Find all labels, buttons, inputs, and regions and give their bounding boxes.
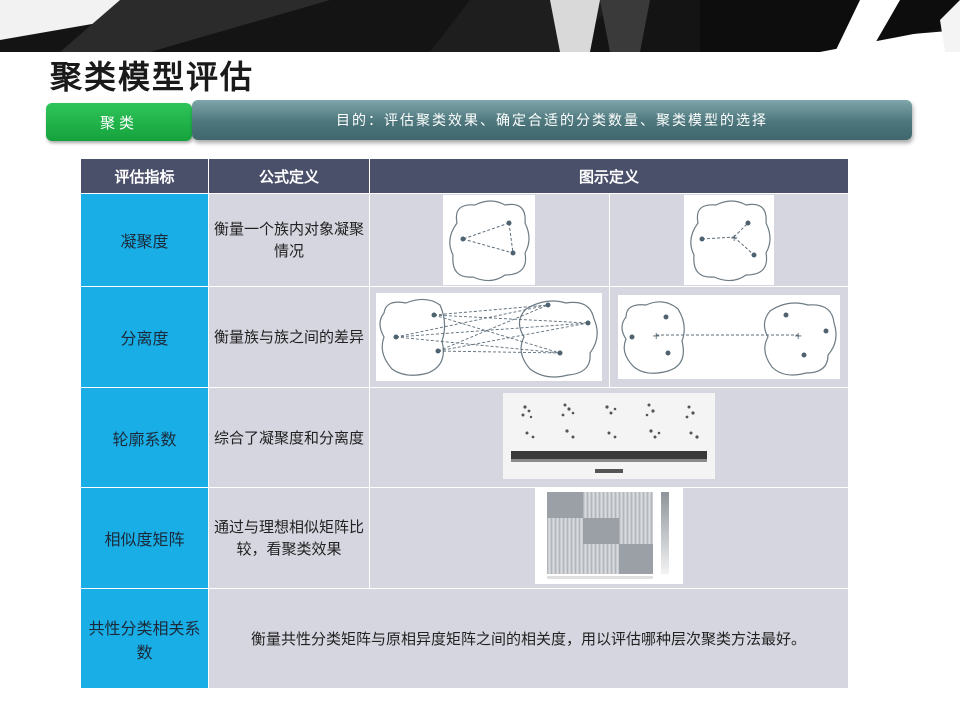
figure-cell: + +	[369, 286, 849, 388]
separation-centroid-diagram: + +	[617, 295, 840, 379]
metric-name: 分离度	[80, 286, 209, 388]
metric-formula: 衡量族与族之间的差异	[208, 286, 370, 388]
metric-name: 轮廓系数	[80, 387, 209, 488]
table-row-separation: 分离度 衡量族与族之间的差异	[80, 286, 849, 388]
table-row-similarity-matrix: 相似度矩阵 通过与理想相似矩阵比较，看聚类效果	[80, 487, 849, 589]
table-row-silhouette: 轮廓系数 综合了凝聚度和分离度	[80, 387, 849, 488]
section-tag: 聚类	[46, 103, 192, 141]
decorative-banner	[0, 0, 960, 52]
header-formula: 公式定义	[208, 158, 370, 194]
evaluation-table: 评估指标 公式定义 图示定义 凝聚度 衡量一个族内对象凝聚情况	[80, 158, 849, 689]
purpose-banner: 目的：评估聚类效果、确定合适的分类数量、聚类模型的选择	[192, 100, 912, 140]
metric-formula: 通过与理想相似矩阵比较，看聚类效果	[208, 487, 370, 589]
metric-formula: 综合了凝聚度和分离度	[208, 387, 370, 488]
table-row-cohesion: 凝聚度 衡量一个族内对象凝聚情况	[80, 193, 849, 287]
figure-cell	[369, 487, 849, 589]
header-figure: 图示定义	[369, 158, 849, 194]
cohesion-triangle-diagram	[443, 195, 536, 285]
figure-cell	[369, 387, 849, 488]
metric-name: 共性分类相关系数	[80, 588, 209, 689]
silhouette-plot-image	[503, 392, 715, 479]
svg-text:+: +	[794, 331, 802, 342]
header-metric: 评估指标	[80, 158, 209, 194]
separation-pairwise-diagram	[376, 293, 603, 381]
table-row-cophenetic: 共性分类相关系数 衡量共性分类矩阵与原相异度矩阵之间的相关度，用以评估哪种层次聚…	[80, 588, 849, 689]
metric-name: 凝聚度	[80, 193, 209, 287]
figure-cell: +	[369, 193, 849, 287]
metric-formula: 衡量一个族内对象凝聚情况	[208, 193, 370, 287]
svg-text:+: +	[730, 233, 738, 244]
metric-description: 衡量共性分类矩阵与原相异度矩阵之间的相关度，用以评估哪种层次聚类方法最好。	[208, 588, 849, 689]
metric-name: 相似度矩阵	[80, 487, 209, 589]
cohesion-centroid-diagram: +	[683, 195, 774, 285]
table-header-row: 评估指标 公式定义 图示定义	[80, 158, 849, 194]
page-title: 聚类模型评估	[50, 58, 255, 96]
similarity-matrix-image	[535, 488, 683, 584]
svg-text:+: +	[652, 331, 660, 342]
